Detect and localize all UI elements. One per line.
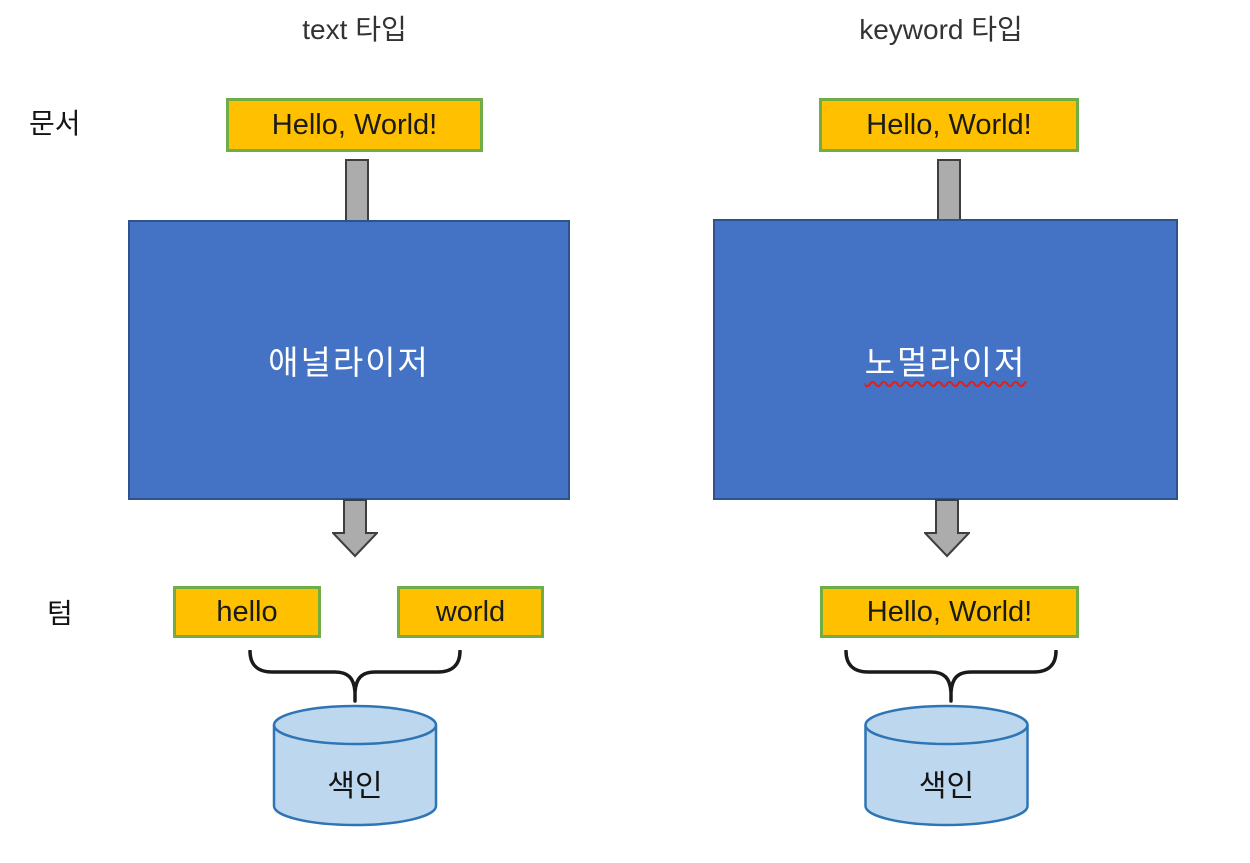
row-label-term: 텀 <box>47 598 73 629</box>
right-document-text: Hello, World! <box>866 108 1032 141</box>
right-document-box: Hello, World! <box>819 98 1079 152</box>
right-index-label: 색인 <box>918 770 975 803</box>
right-connector-bar <box>937 159 961 222</box>
right-curly-brace-icon <box>844 650 1058 703</box>
left-curly-brace-icon <box>248 650 462 703</box>
left-index-cylinder: 색인 <box>272 704 438 828</box>
row-label-document: 문서 <box>29 108 81 139</box>
left-database-cylinder-icon <box>272 704 438 827</box>
right-column-title: keyword 타입 <box>859 14 1023 45</box>
left-column-title: text 타입 <box>302 14 407 45</box>
right-database-cylinder-icon <box>864 704 1029 827</box>
right-normalizer-box: 노멀라이저 <box>713 219 1178 500</box>
left-document-text: Hello, World! <box>271 108 438 141</box>
right-term-box: Hello, World! <box>820 586 1079 638</box>
left-down-arrow-icon <box>332 499 378 558</box>
left-connector-bar <box>345 159 369 223</box>
left-document-box: Hello, World! <box>226 98 483 152</box>
right-normalizer-text: 노멀라이저 <box>864 343 1027 381</box>
left-term-text-1: hello <box>216 595 278 628</box>
right-index-cylinder: 색인 <box>863 704 1030 828</box>
right-term-text: Hello, World! <box>866 595 1033 628</box>
left-term-text-2: world <box>435 595 506 628</box>
left-index-label: 색인 <box>327 770 383 803</box>
left-term-box-1: hello <box>173 586 321 638</box>
left-term-box-2: world <box>397 586 544 638</box>
left-analyzer-text: 애널라이저 <box>268 344 430 381</box>
right-down-arrow-icon <box>924 499 970 558</box>
left-analyzer-box: 애널라이저 <box>128 220 570 500</box>
